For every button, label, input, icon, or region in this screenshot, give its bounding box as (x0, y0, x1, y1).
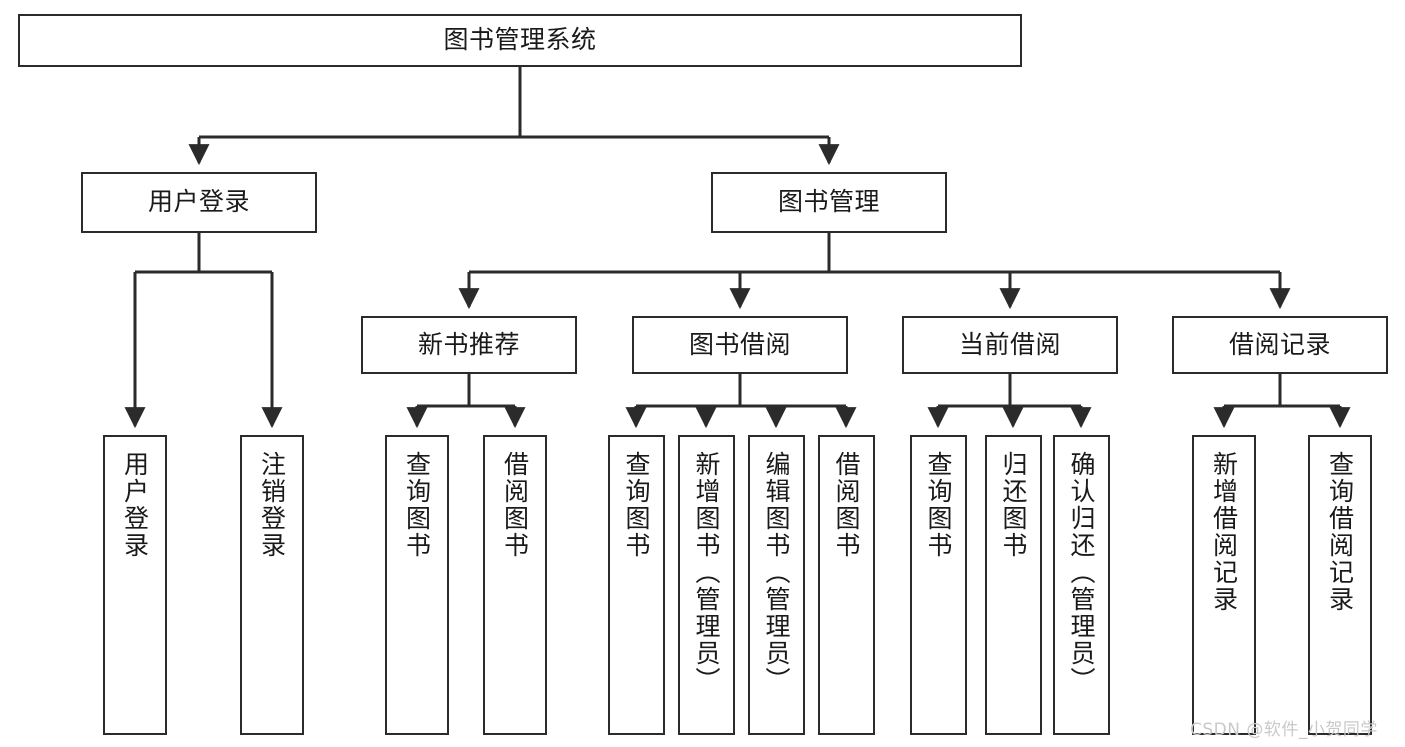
node-leaf-rec-search[interactable]: 查询借阅记录 (1308, 435, 1372, 735)
node-leaf-rec-add-label: 新增借阅记录 (1209, 451, 1239, 613)
node-root[interactable]: 图书管理系统 (18, 14, 1022, 67)
node-book-manage[interactable]: 图书管理 (711, 172, 947, 233)
node-leaf-borrow-query-label: 查询图书 (622, 451, 651, 559)
node-new-book-rec[interactable]: 新书推荐 (361, 316, 577, 374)
node-borrow-record-label: 借阅记录 (1228, 329, 1331, 359)
node-book-manage-label: 图书管理 (777, 187, 880, 217)
node-leaf-cur-query-label: 查询图书 (924, 451, 953, 559)
node-current-borrow-label: 当前借阅 (958, 329, 1061, 359)
node-leaf-cur-query[interactable]: 查询图书 (910, 435, 967, 735)
node-borrow-record[interactable]: 借阅记录 (1172, 316, 1388, 374)
node-book-borrow-label: 图书借阅 (688, 329, 791, 359)
node-leaf-rec-borrow-label: 借阅图书 (500, 451, 530, 559)
node-leaf-rec-borrow[interactable]: 借阅图书 (483, 435, 547, 735)
node-leaf-rec-search-label: 查询借阅记录 (1325, 451, 1355, 613)
node-leaf-rec-query-label: 查询图书 (402, 451, 432, 559)
node-leaf-rec-query[interactable]: 查询图书 (385, 435, 449, 735)
node-root-label: 图书管理系统 (443, 25, 597, 55)
node-leaf-cur-return-label: 归还图书 (999, 451, 1028, 559)
node-leaf-borrow-query[interactable]: 查询图书 (608, 435, 665, 735)
node-current-borrow[interactable]: 当前借阅 (902, 316, 1118, 374)
node-leaf-cur-confirm[interactable]: 确认归还（管理员） (1053, 435, 1110, 735)
node-new-book-rec-label: 新书推荐 (417, 329, 520, 359)
node-leaf-borrow-add-label: 新增图书（管理员） (692, 451, 721, 694)
node-leaf-user-login[interactable]: 用户登录 (103, 435, 167, 735)
node-leaf-rec-add[interactable]: 新增借阅记录 (1192, 435, 1256, 735)
node-leaf-borrow-lend[interactable]: 借阅图书 (818, 435, 875, 735)
node-user-login-label: 用户登录 (147, 187, 250, 217)
node-leaf-user-login-label: 用户登录 (120, 451, 150, 559)
node-leaf-cur-return[interactable]: 归还图书 (985, 435, 1042, 735)
node-leaf-borrow-edit-label: 编辑图书（管理员） (762, 451, 791, 694)
node-user-login[interactable]: 用户登录 (81, 172, 317, 233)
node-book-borrow[interactable]: 图书借阅 (632, 316, 848, 374)
node-leaf-cur-confirm-label: 确认归还（管理员） (1067, 451, 1096, 694)
node-leaf-borrow-lend-label: 借阅图书 (832, 451, 861, 559)
node-leaf-borrow-edit[interactable]: 编辑图书（管理员） (748, 435, 805, 735)
node-leaf-user-logout-label: 注销登录 (257, 451, 287, 559)
node-leaf-borrow-add[interactable]: 新增图书（管理员） (678, 435, 735, 735)
node-leaf-user-logout[interactable]: 注销登录 (240, 435, 304, 735)
